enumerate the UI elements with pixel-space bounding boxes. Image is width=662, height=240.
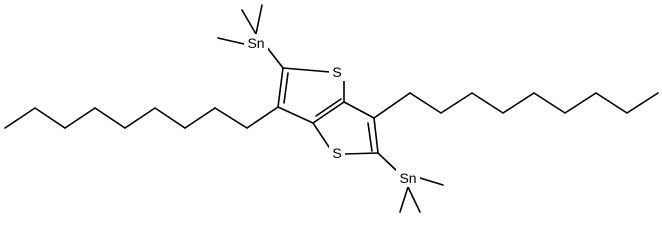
bond-right-chain-6 <box>533 92 566 114</box>
molecule-canvas: Sn S S Sn <box>4 4 659 213</box>
bond-c3a-c6a-double <box>315 98 342 117</box>
bond-right-chain-5 <box>502 92 535 114</box>
bond-c6-c5 <box>373 117 379 154</box>
bond-right-chain-1 <box>373 92 411 119</box>
atom-sn-bottom-bg <box>396 169 420 187</box>
bond-c2-c3-double <box>283 72 289 104</box>
bond-c3-c3a <box>277 106 314 124</box>
bond-layer <box>4 4 659 213</box>
atom-s-bottom-bg <box>329 144 345 162</box>
bond-sn-me-6 <box>419 177 444 186</box>
atom-sn-bottom-label: Sn <box>399 170 416 186</box>
bond-c2-s1 <box>282 67 331 73</box>
bond-c3a-c6a <box>312 101 345 124</box>
bond-sn-me-1 <box>241 9 257 35</box>
bond-left-chain-5 <box>124 107 156 129</box>
bond-right-chain-8 <box>595 92 628 114</box>
bond-left-chain-6 <box>94 107 126 129</box>
bond-s4-c5 <box>343 152 379 155</box>
bond-left-chain-4 <box>154 107 186 129</box>
bond-left-chain-3 <box>184 107 216 129</box>
atom-s-bottom-label: S <box>332 145 341 161</box>
bond-right-chain-2 <box>409 92 442 114</box>
atom-sn-bottom: Sn <box>396 169 420 187</box>
chemical-structure-diagram: Sn S S Sn <box>4 4 659 213</box>
bond-right-chain-9 <box>626 92 659 114</box>
bond-left-chain-9 <box>4 107 36 129</box>
bond-right-chain-3 <box>440 92 473 114</box>
atom-s-bottom: S <box>329 144 345 162</box>
bond-sn-me-2 <box>255 4 263 35</box>
atom-sn-top-bg <box>244 34 268 52</box>
atom-s-top-bg <box>329 63 345 81</box>
bond-right-chain-7 <box>564 92 597 114</box>
bond-sn-me-5 <box>407 186 421 213</box>
bond-c2-sn <box>265 45 284 69</box>
atom-sn-top: Sn <box>244 34 268 52</box>
bond-c6a-c6 <box>343 101 375 119</box>
bond-c3a-s4 <box>312 122 332 151</box>
atom-s-top-label: S <box>332 64 341 80</box>
bond-c6-c5-double <box>367 122 373 152</box>
bond-right-chain-4 <box>471 92 504 114</box>
atom-s-top: S <box>329 63 345 81</box>
bond-left-chain-1 <box>246 106 279 129</box>
atom-label-layer: Sn S S Sn <box>244 34 420 187</box>
bond-left-chain-2 <box>214 107 248 129</box>
bond-c5-sn <box>377 152 399 173</box>
bond-sn-me-3 <box>217 37 245 45</box>
bond-sn-me-4 <box>399 186 409 213</box>
bond-c2-c3 <box>277 67 284 108</box>
bond-left-chain-7 <box>64 107 96 129</box>
bond-left-chain-8 <box>34 107 66 129</box>
atom-sn-top-label: Sn <box>247 35 264 51</box>
